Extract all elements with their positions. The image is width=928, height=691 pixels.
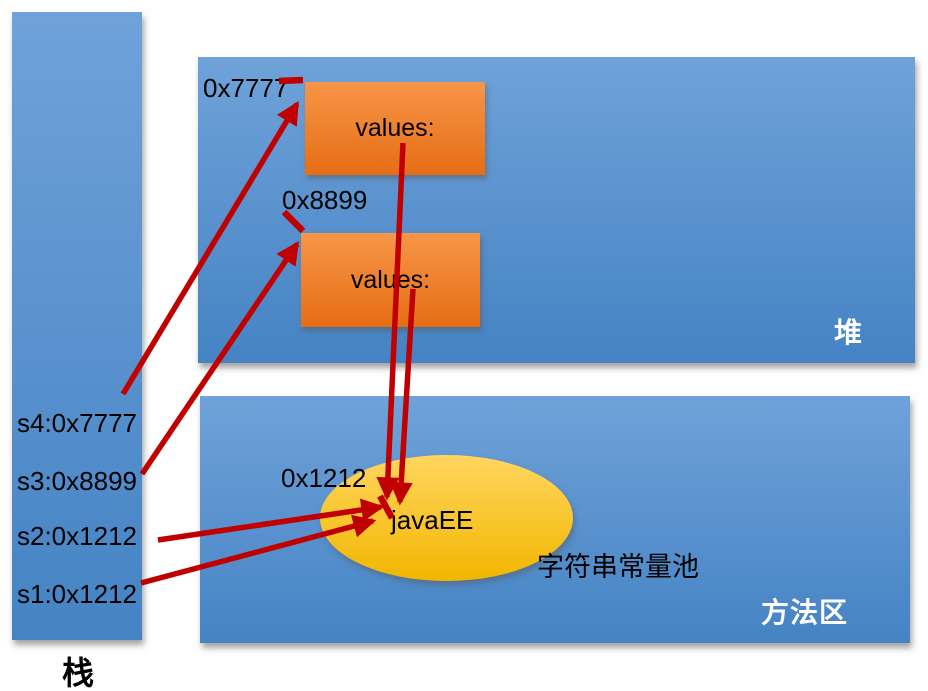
stack-title: 栈: [62, 655, 95, 691]
heap-object-0x8899-values-label: values:: [350, 265, 431, 294]
heap-object-address-0x8899: 0x8899: [282, 185, 368, 215]
stack-region: s4:0x7777 s3:0x8899 s2:0x1212 s1:0x1212: [12, 12, 142, 640]
method-area-title: 方法区: [760, 597, 848, 628]
string-pool-label: 字符串常量池: [537, 552, 699, 582]
heap-object-0x7777: values:: [305, 82, 485, 175]
heap-object-0x8899: values:: [301, 233, 480, 327]
stack-frame-s1: s1:0x1212: [17, 579, 137, 609]
stack-frame-s2: s2:0x1212: [17, 521, 137, 551]
stack-frame-s4: s4:0x7777: [17, 408, 137, 438]
heap-title: 堆: [833, 317, 863, 348]
pool-constant-javaEE: javaEE: [391, 505, 474, 535]
heap-object-address-0x7777: 0x7777: [203, 73, 289, 103]
pool-constant-address-0x1212: 0x1212: [281, 463, 367, 493]
heap-object-0x7777-values-label: values:: [355, 114, 435, 142]
stack-frame-s3: s3:0x8899: [17, 466, 137, 496]
